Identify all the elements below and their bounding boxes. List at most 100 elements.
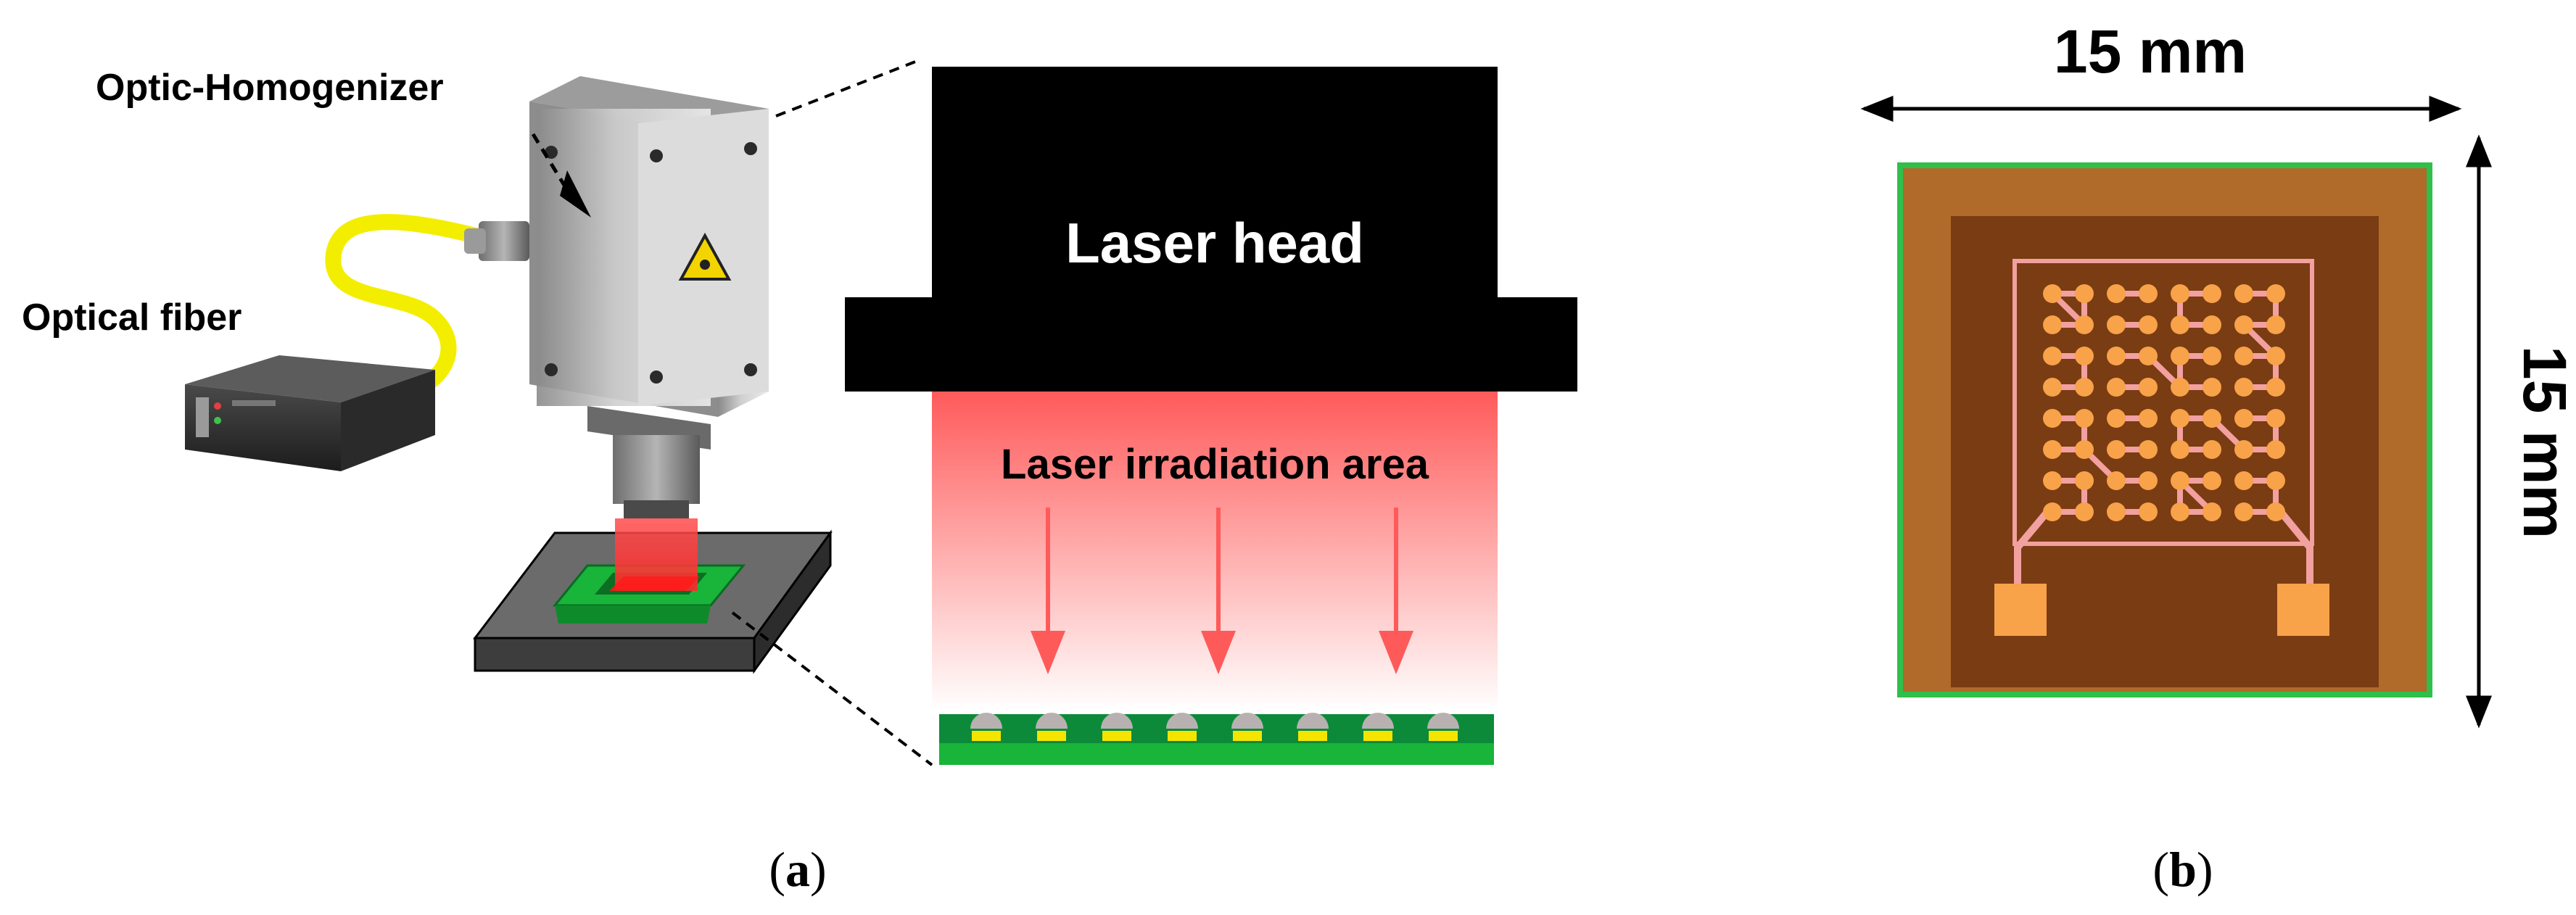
bump-pad xyxy=(2139,502,2158,521)
bump-pad xyxy=(2203,347,2221,365)
solder-bump xyxy=(1362,713,1394,729)
bump-pad xyxy=(2171,378,2189,397)
optical-fiber-cable xyxy=(325,214,498,399)
bump-pad xyxy=(2139,378,2158,397)
bump-pad xyxy=(2266,440,2285,459)
bump-pad xyxy=(2075,284,2094,303)
bump-pad xyxy=(2234,347,2253,365)
daisy-chain-grid xyxy=(2043,284,2285,521)
label-optic-homogenizer: Optic-Homogenizer xyxy=(96,67,444,109)
solder-pad xyxy=(1298,731,1327,741)
bump-pad xyxy=(2043,378,2062,397)
bump-pad xyxy=(2266,409,2285,428)
solder-bump xyxy=(1297,713,1329,729)
bump-pad xyxy=(2043,409,2062,428)
label-optical-fiber: Optical fiber xyxy=(22,297,242,339)
laser-source-unit xyxy=(185,355,435,471)
laser-beam xyxy=(615,518,698,591)
bump-pad xyxy=(2171,502,2189,521)
laser-head-device xyxy=(464,76,769,518)
bump-pad xyxy=(2139,315,2158,334)
caption-a-open: ( xyxy=(769,842,785,897)
caption-b-letter: b xyxy=(2169,842,2197,897)
zoom-line-top xyxy=(775,58,922,117)
bump-pad xyxy=(2139,347,2158,365)
laser-spot xyxy=(609,576,700,591)
bump-pad xyxy=(2203,471,2221,490)
bump-pad xyxy=(2266,315,2285,334)
bump-pad xyxy=(2075,471,2094,490)
solder-bump xyxy=(1101,713,1133,729)
bump-pad xyxy=(2075,409,2094,428)
bump-pad xyxy=(2266,502,2285,521)
bump-pad xyxy=(2043,315,2062,334)
bump-pad xyxy=(2075,440,2094,459)
bump-pad xyxy=(2203,502,2221,521)
bump-pad xyxy=(2203,284,2221,303)
label-laser-head: Laser head xyxy=(1065,211,1364,275)
screw-icon xyxy=(650,149,663,162)
bump-pad xyxy=(2234,284,2253,303)
solder-pad xyxy=(1037,731,1066,741)
height-label: 15 mm xyxy=(2511,346,2576,539)
bump-pad xyxy=(2139,471,2158,490)
solder-bump xyxy=(1427,713,1459,729)
bump-pad xyxy=(2171,347,2189,365)
solder-bump xyxy=(970,713,1002,729)
contact-pad-left xyxy=(1994,584,2047,636)
zoom-line-bottom xyxy=(731,611,933,766)
daisy-chain-frame xyxy=(2012,259,2314,546)
lead-left xyxy=(2014,505,2054,587)
homogenizer-pointer xyxy=(531,133,575,201)
caption-a: (a) xyxy=(769,842,826,897)
bump-pad xyxy=(2203,315,2221,334)
panel-b: 15 mm 15 mm (b) xyxy=(1860,17,2576,897)
bump-pad xyxy=(2234,502,2253,521)
bump-pad xyxy=(2266,347,2285,365)
solder-pad xyxy=(1168,731,1197,741)
bump-pad xyxy=(2171,409,2189,428)
solder-pad xyxy=(1429,731,1458,741)
bump-pad xyxy=(2234,440,2253,459)
caption-b-close: ) xyxy=(2197,842,2213,897)
bump-pad xyxy=(2043,440,2062,459)
contact-pad-right xyxy=(2277,584,2329,636)
solder-pad xyxy=(1233,731,1262,741)
solder-bump-row xyxy=(939,713,1494,765)
bump-pad xyxy=(2107,471,2126,490)
caption-a-letter: a xyxy=(785,842,810,897)
bump-pad xyxy=(2075,378,2094,397)
bump-pad xyxy=(2075,502,2094,521)
bump-pad xyxy=(2171,440,2189,459)
bump-pad xyxy=(2107,315,2126,334)
bump-pad xyxy=(2043,471,2062,490)
laser-irradiation-area xyxy=(932,392,1498,711)
bump-pad xyxy=(2203,378,2221,397)
bump-pad xyxy=(2203,409,2221,428)
bump-pad xyxy=(2171,471,2189,490)
bump-pad xyxy=(2234,471,2253,490)
bump-pad xyxy=(2266,284,2285,303)
bump-pad xyxy=(2107,284,2126,303)
solder-pad xyxy=(1363,731,1392,741)
screw-icon xyxy=(744,363,757,376)
solder-pad xyxy=(1102,731,1131,741)
solder-pad xyxy=(972,731,1001,741)
bump-pad xyxy=(2107,502,2126,521)
bump-pad xyxy=(2043,502,2062,521)
bump-pad xyxy=(2234,315,2253,334)
laser-warning-icon xyxy=(678,232,732,281)
panel-a: Optic-Homogenizer Optical fiber Laser he… xyxy=(22,58,1577,897)
homogenizer-arrowhead xyxy=(560,170,591,218)
caption-b: (b) xyxy=(2152,842,2213,897)
bump-pad xyxy=(2107,347,2126,365)
bump-pad xyxy=(2075,347,2094,365)
bump-pad xyxy=(2171,315,2189,334)
bump-pad xyxy=(2234,409,2253,428)
screw-icon xyxy=(650,370,663,384)
laser-head-schematic xyxy=(845,67,1577,392)
caption-b-open: ( xyxy=(2152,842,2169,897)
bump-pad xyxy=(2043,347,2062,365)
solder-bump xyxy=(1231,713,1263,729)
